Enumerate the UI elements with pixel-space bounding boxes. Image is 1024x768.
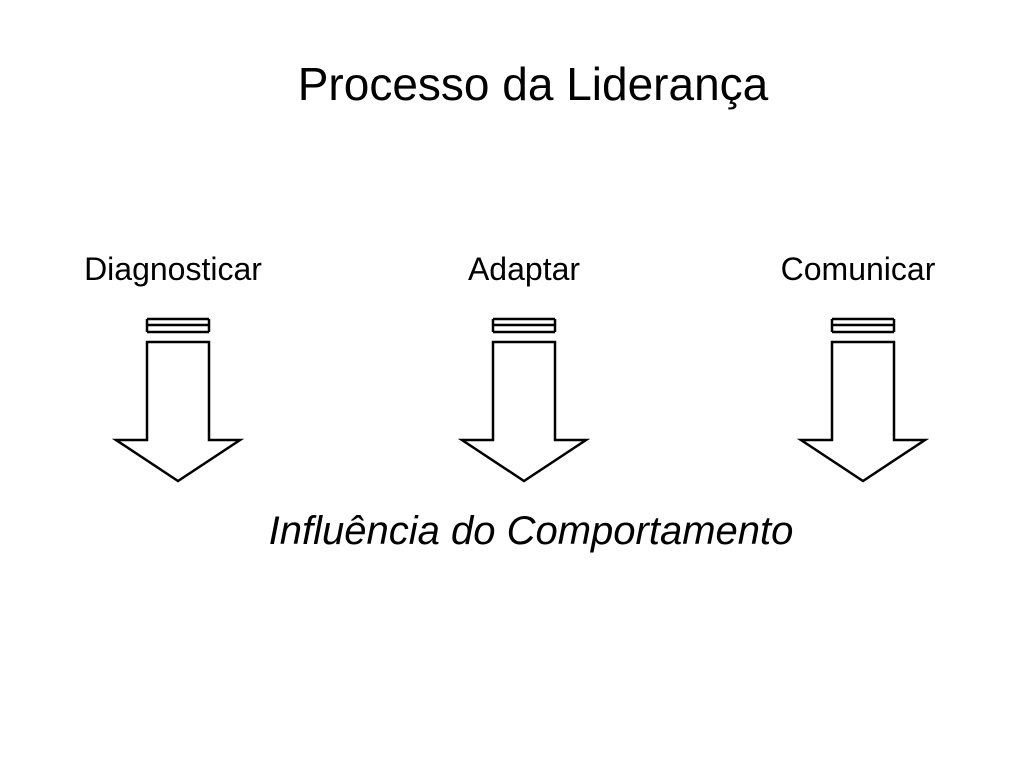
outcome-label: Influência do Comportamento [268, 509, 794, 553]
step-label-adaptar: Adaptar [467, 251, 581, 287]
diagram-title: Processo da Liderança [297, 58, 769, 110]
step-label-comunicar: Comunicar [780, 251, 936, 287]
down-arrow-icon [458, 317, 590, 483]
down-arrow-icon [797, 317, 929, 483]
step-label-diagnosticar: Diagnosticar [84, 251, 262, 287]
down-arrow-icon [112, 317, 244, 483]
